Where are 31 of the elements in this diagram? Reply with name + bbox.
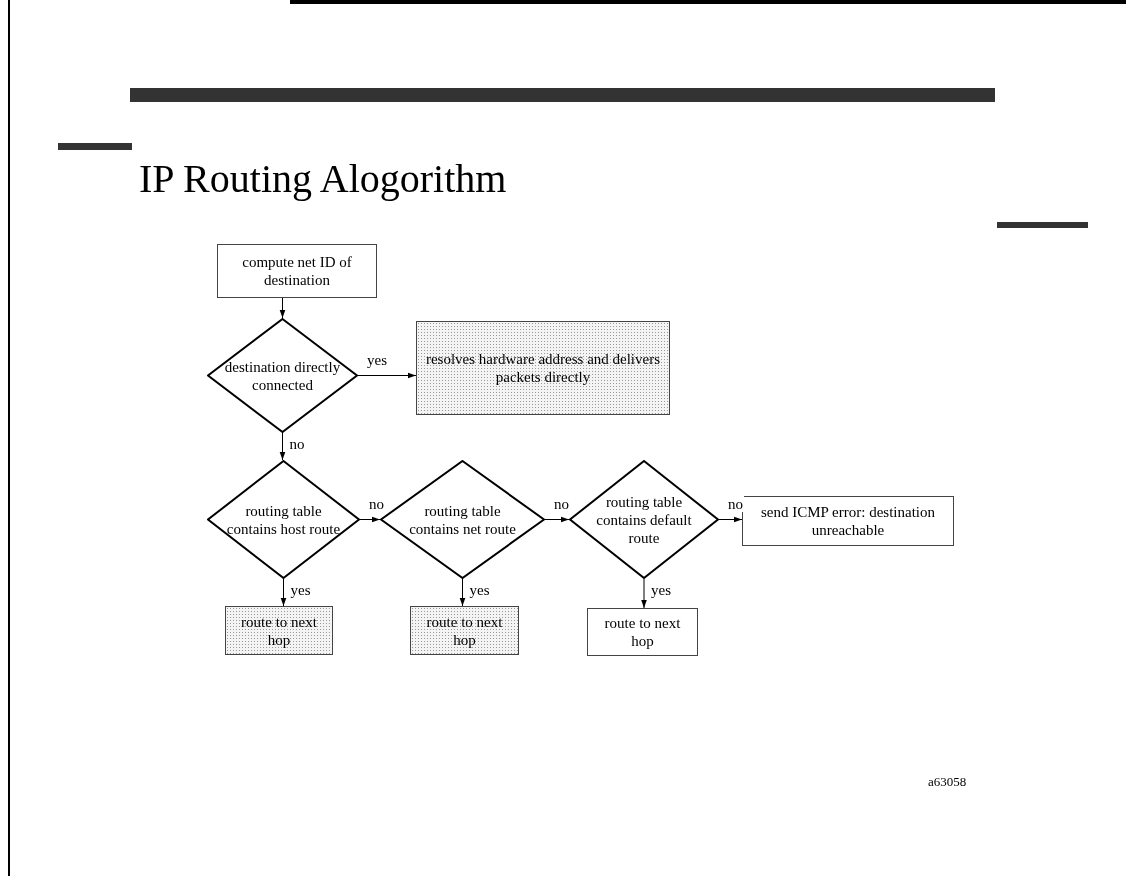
arrow <box>279 432 286 461</box>
shaded-process-box <box>410 606 519 655</box>
node-text: resolves hardware address and delivers packets directly <box>424 350 662 386</box>
decision-diamond <box>207 318 358 433</box>
node-text: route to next hop <box>425 612 504 649</box>
decision-diamond <box>569 460 719 579</box>
node-text: route to next hop <box>603 614 682 650</box>
node-text: send ICMP error: destination unreachable <box>760 503 936 539</box>
process-box <box>742 496 954 546</box>
process-box <box>217 244 377 298</box>
title: IP Routing Alogorithm <box>139 156 507 202</box>
node-text: compute net ID of destination <box>241 253 353 289</box>
arrow <box>359 516 381 523</box>
arrow <box>357 372 417 379</box>
process-box <box>587 608 698 656</box>
edge-label: no <box>727 495 744 512</box>
arrow <box>280 578 287 607</box>
node-text: routing table contains default route <box>595 492 693 547</box>
decision-diamond <box>207 460 360 579</box>
node-text: routing table contains host route <box>225 501 342 538</box>
arrow <box>718 516 743 523</box>
arrow <box>544 516 570 523</box>
node-text: routing table contains net route <box>408 501 517 538</box>
shaded-process-box <box>225 606 333 655</box>
shaded-process-box <box>416 321 670 415</box>
node-text: route to next hop <box>240 612 318 649</box>
node-text: destination directly connected <box>223 357 342 394</box>
arrow <box>279 297 286 319</box>
figure-id: a63058 <box>928 774 967 790</box>
arrow <box>641 578 647 609</box>
arrow <box>459 578 466 607</box>
